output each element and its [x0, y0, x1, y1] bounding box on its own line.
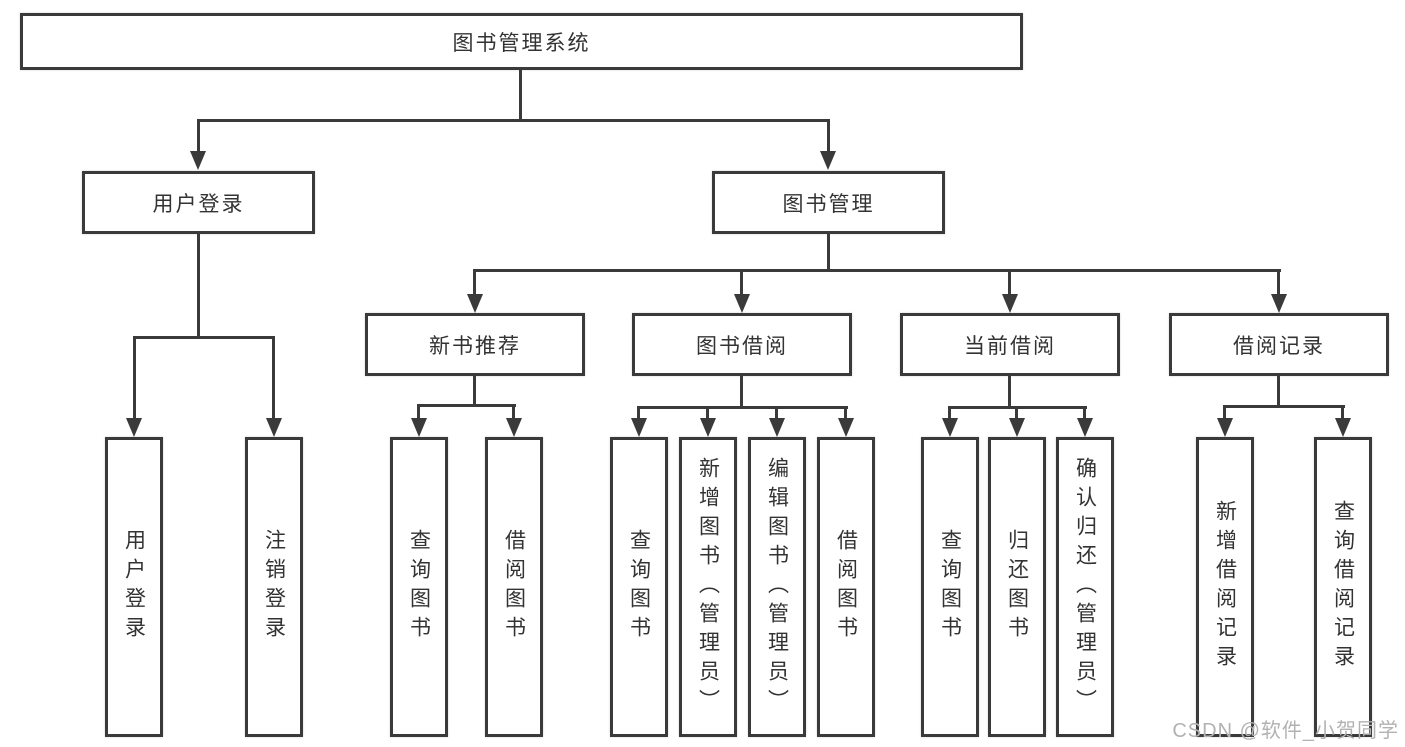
- csdn-watermark: CSDN @软件_小贺同学: [1172, 720, 1399, 742]
- connector-line: [1008, 269, 1011, 296]
- connector-line: [740, 376, 743, 409]
- connector-line: [1223, 405, 1226, 420]
- leaf-edit-books-admin: 编辑图书（管理员）: [748, 437, 806, 737]
- connector-line: [1008, 376, 1011, 409]
- leaf-label: 新增借阅记录: [1213, 500, 1237, 674]
- leaf-query-borrow-record: 查询借阅记录: [1314, 437, 1372, 737]
- leaf-label: 用户登录: [122, 529, 146, 645]
- connector-line: [1083, 406, 1086, 420]
- leaf-query-books: 查询图书: [390, 437, 448, 737]
- arrow-down-icon: [700, 418, 716, 437]
- arrow-down-icon: [820, 151, 836, 170]
- arrow-down-icon: [411, 418, 427, 437]
- connector-line: [1277, 269, 1280, 296]
- leaf-borrow-books: 借阅图书: [485, 437, 543, 737]
- arrow-down-icon: [126, 418, 142, 437]
- leaf-add-books-admin: 新增图书（管理员）: [679, 437, 737, 737]
- arrow-down-icon: [1271, 294, 1287, 313]
- connector-line: [473, 269, 1281, 272]
- arrow-down-icon: [506, 418, 522, 437]
- node-new-book-recommend: 新书推荐: [365, 313, 585, 376]
- leaf-logout: 注销登录: [245, 437, 303, 737]
- connector-line: [1015, 406, 1018, 420]
- connector-line: [417, 404, 516, 407]
- leaf-label: 查询图书: [938, 529, 962, 645]
- node-book-management: 图书管理: [712, 171, 945, 234]
- leaf-confirm-return-admin: 确认归还（管理员）: [1056, 437, 1114, 737]
- leaf-return-books: 归还图书: [988, 437, 1046, 737]
- leaf-label: 新增图书（管理员）: [696, 456, 720, 718]
- arrow-down-icon: [1002, 294, 1018, 313]
- node-borrow-record: 借阅记录: [1169, 313, 1389, 376]
- arrow-down-icon: [769, 418, 785, 437]
- connector-line: [519, 69, 522, 120]
- arrow-down-icon: [467, 294, 483, 313]
- leaf-query-books-2: 查询图书: [610, 437, 668, 737]
- node-book-borrow: 图书借阅: [632, 313, 852, 376]
- leaf-label: 借阅图书: [502, 529, 526, 645]
- connector-line: [827, 234, 830, 272]
- arrow-down-icon: [1217, 418, 1233, 437]
- leaf-label: 查询借阅记录: [1331, 500, 1355, 674]
- connector-line: [133, 336, 275, 339]
- leaf-label: 注销登录: [262, 529, 286, 645]
- connector-line: [827, 119, 830, 153]
- connector-line: [948, 406, 951, 420]
- arrow-down-icon: [631, 418, 647, 437]
- connector-line: [197, 119, 200, 153]
- node-current-borrow: 当前借阅: [900, 313, 1120, 376]
- leaf-label: 归还图书: [1005, 529, 1029, 645]
- connector-line: [512, 404, 515, 420]
- leaf-label: 查询图书: [627, 529, 651, 645]
- connector-line: [1341, 405, 1344, 420]
- leaf-borrow-books-2: 借阅图书: [817, 437, 875, 737]
- connector-line: [1223, 405, 1345, 408]
- leaf-add-borrow-record: 新增借阅记录: [1196, 437, 1254, 737]
- leaf-label: 确认归还（管理员）: [1073, 456, 1097, 718]
- arrow-down-icon: [942, 418, 958, 437]
- arrow-down-icon: [266, 418, 282, 437]
- arrow-down-icon: [1077, 418, 1093, 437]
- arrow-down-icon: [1009, 418, 1025, 437]
- leaf-label: 查询图书: [407, 529, 431, 645]
- connector-line: [473, 269, 476, 296]
- leaf-user-login: 用户登录: [105, 437, 163, 737]
- connector-line: [740, 269, 743, 296]
- arrow-down-icon: [838, 418, 854, 437]
- connector-line: [844, 406, 847, 420]
- connector-line: [272, 336, 275, 420]
- connector-line: [197, 119, 829, 122]
- connector-line: [197, 234, 200, 336]
- connector-line: [637, 406, 640, 420]
- connector-line: [473, 376, 476, 407]
- leaf-label: 借阅图书: [834, 529, 858, 645]
- connector-line: [417, 404, 420, 420]
- connector-line: [1277, 376, 1280, 408]
- arrow-down-icon: [1335, 418, 1351, 437]
- node-user-login: 用户登录: [82, 171, 315, 234]
- node-root: 图书管理系统: [20, 13, 1023, 70]
- connector-line: [775, 406, 778, 420]
- arrow-down-icon: [734, 294, 750, 313]
- arrow-down-icon: [190, 151, 206, 170]
- leaf-label: 编辑图书（管理员）: [765, 456, 789, 718]
- leaf-query-books-3: 查询图书: [921, 437, 979, 737]
- connector-line: [706, 406, 709, 420]
- connector-line: [133, 336, 136, 420]
- connector-line: [637, 406, 848, 409]
